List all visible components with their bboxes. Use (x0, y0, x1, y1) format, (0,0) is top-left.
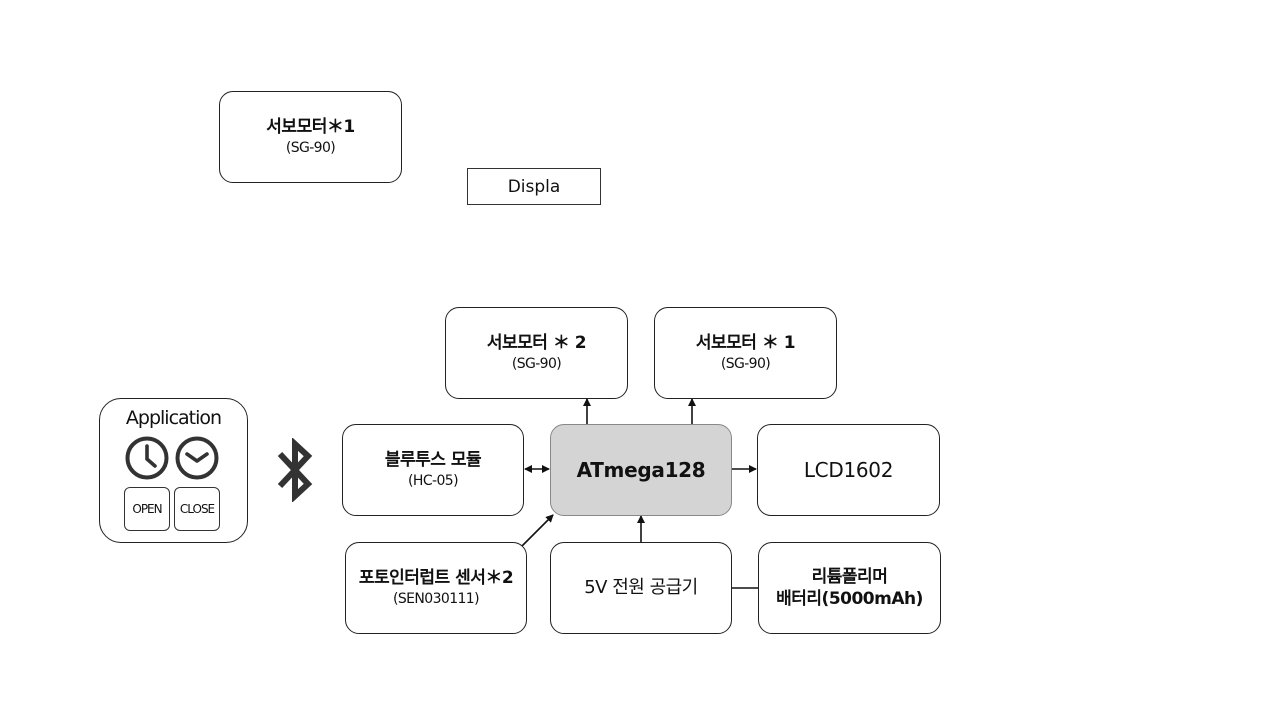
close-button[interactable]: CLOSE (174, 487, 220, 531)
clock-icon (125, 436, 169, 480)
application-panel: Application OPEN CLOSE (99, 398, 248, 543)
servo2-model: (SG-90) (511, 356, 562, 372)
photo-interrupt-sensor-box: 포토인터럽트 센서＊2 (SEN030111) (345, 542, 527, 634)
lcd-label: LCD1602 (803, 458, 894, 482)
battery-name: 리튬폴리머 (811, 567, 888, 587)
servo2-name: 서보모터 ＊ 2 (486, 333, 587, 353)
mcu-label: ATmega128 (576, 458, 706, 482)
power-supply-label: 5V 전원 공급기 (584, 577, 698, 598)
servo-top-model: (SG-90) (285, 140, 336, 156)
power-supply-box: 5V 전원 공급기 (550, 542, 732, 634)
bluetooth-icon (277, 438, 313, 502)
clock-icon (175, 436, 219, 480)
open-button[interactable]: OPEN (124, 487, 170, 531)
arrow-photo-to-mcu (520, 514, 554, 548)
battery-box: 리튬폴리머 배터리(5000mAh) (758, 542, 941, 634)
servo-motor-2-box: 서보모터 ＊ 2 (SG-90) (445, 307, 628, 399)
lcd-box: LCD1602 (757, 424, 940, 516)
servo1-name: 서보모터 ＊ 1 (695, 333, 796, 353)
servo1-model: (SG-90) (720, 356, 771, 372)
bluetooth-module-model: (HC-05) (408, 473, 459, 489)
application-title: Application (125, 407, 222, 429)
bluetooth-module-box: 블루투스 모듈 (HC-05) (342, 424, 524, 516)
battery-spec: 배터리(5000mAh) (776, 589, 923, 609)
servo-motor-box-top: 서보모터＊1 (SG-90) (219, 91, 402, 183)
display-box: Displa (467, 168, 601, 205)
display-label: Displa (507, 176, 561, 197)
photo-sensor-name: 포토인터럽트 센서＊2 (358, 568, 514, 588)
servo-top-name: 서보모터＊1 (266, 117, 355, 137)
bluetooth-module-name: 블루투스 모듈 (384, 450, 482, 470)
servo-motor-1-box: 서보모터 ＊ 1 (SG-90) (654, 307, 837, 399)
mcu-box: ATmega128 (550, 424, 732, 516)
photo-sensor-model: (SEN030111) (393, 591, 480, 607)
